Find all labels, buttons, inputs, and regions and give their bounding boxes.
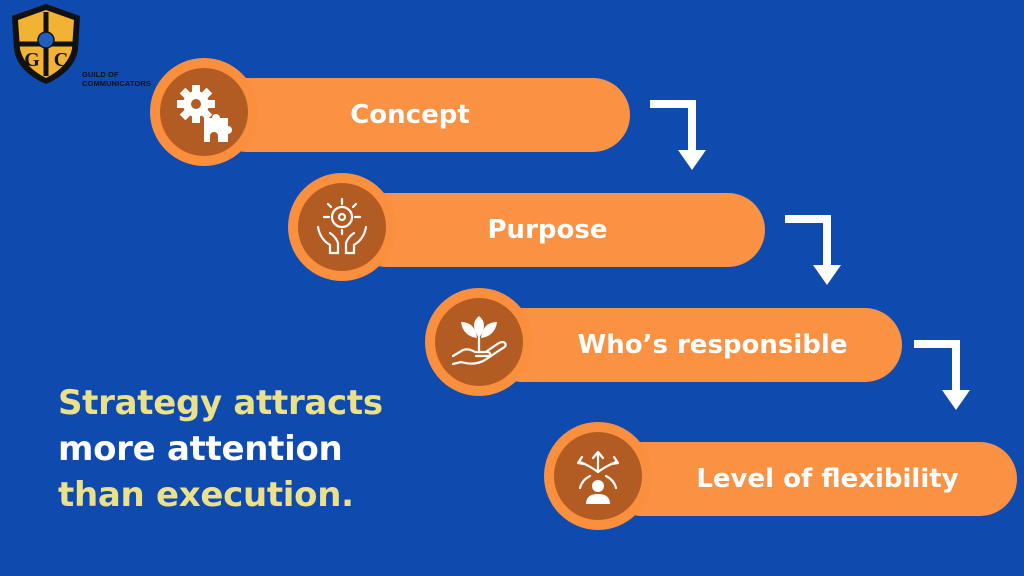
arrow-down-2-icon: [785, 215, 841, 285]
tagline-line-1: Strategy attracts: [58, 383, 383, 423]
step-responsible-label: Who’s responsible: [577, 330, 848, 360]
step-responsible-pill: [485, 308, 902, 382]
step-concept-pill: [210, 78, 630, 152]
logo-letter-g: G: [24, 49, 40, 71]
step-purpose-circle: [288, 173, 396, 281]
logo: G C GUILD OF COMMUNICATORS: [6, 2, 156, 102]
gear-puzzle-icon: [177, 85, 232, 142]
step-flexibility-circle: [544, 422, 652, 530]
tagline-line-2: more attention: [58, 429, 343, 469]
tagline-line-3: than execution.: [58, 475, 354, 515]
arrow-down-1-icon: [650, 100, 706, 170]
step-responsible-circle: [425, 288, 533, 396]
logo-letter-c: C: [54, 49, 68, 71]
shield-logo-icon: G C: [12, 4, 80, 84]
target-hands-icon: [316, 197, 368, 255]
logo-org-name-line2: COMMUNICATORS: [82, 79, 151, 88]
plant-hand-icon: [451, 316, 507, 366]
logo-org-name: GUILD OF COMMUNICATORS: [82, 70, 151, 88]
logo-org-name-line1: GUILD OF: [82, 70, 119, 79]
step-flexibility-pill: [605, 442, 1017, 516]
arrow-down-3-icon: [914, 340, 970, 410]
step-flexibility-label: Level of flexibility: [696, 464, 959, 494]
person-directions-icon: [576, 450, 620, 504]
tagline: Strategy attracts more attention than ex…: [58, 380, 383, 518]
step-purpose-label: Purpose: [487, 215, 608, 245]
step-concept-circle: [150, 58, 258, 166]
step-purpose-pill: [350, 193, 765, 267]
step-concept-label: Concept: [350, 100, 470, 130]
